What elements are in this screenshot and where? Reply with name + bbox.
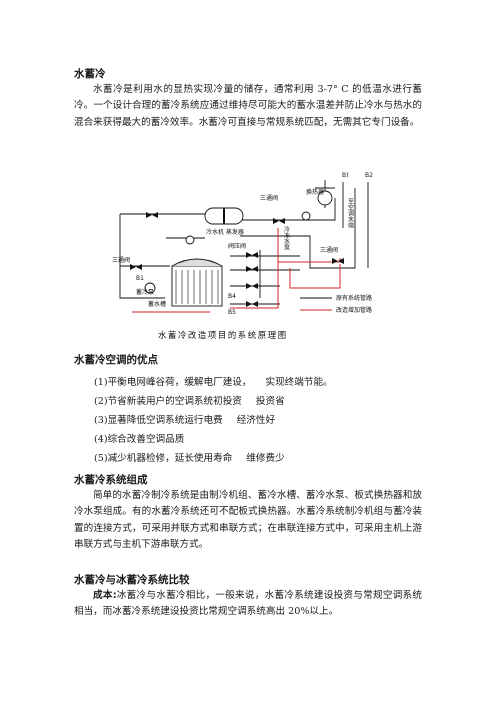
heat-exchanger-symbol — [317, 190, 333, 206]
label-valve-b1: B1 — [136, 275, 144, 282]
section-body-water-storage: 水蓄冷是利用水的显热实现冷量的储存，通常利用 3-7° C 的低温水进行蓄冷。一… — [74, 84, 422, 128]
label-chiller: 冷水机 蒸发器 — [206, 228, 244, 236]
legend-added-label: 改造增加管路 — [336, 306, 372, 314]
label-heat-exchanger: 换热器 — [306, 188, 324, 196]
pump-symbol-3 — [301, 211, 311, 221]
diagram-caption: 水蓄冷改造项目的系统原理图 — [158, 330, 288, 340]
advantage-item-3: (3)显著降低空调系统运行电费经济性好 — [94, 415, 276, 426]
label-three-way-left: 三通阀 — [112, 256, 130, 264]
label-three-way-right: 三通阀 — [320, 246, 338, 254]
label-valve-b4: B4 — [228, 293, 236, 300]
pump-symbol — [144, 282, 156, 294]
label-valve-b5: B5 — [228, 309, 236, 316]
section-title-water-storage: 水蓄冷 — [74, 68, 106, 80]
label-tank: 蓄水槽 — [148, 300, 166, 308]
section-title-advantages: 水蓄冷空调的优点 — [74, 354, 158, 366]
system-schematic-diagram: B) B2 换热器 三通阀 冷水机 蒸发器 阀压阀 三通阀 三通阀 B1 蓄冷泵… — [112, 172, 373, 340]
advantage-item-1: (1)平衡电网峰谷荷，缓解电厂建设，实现终端节能。 — [94, 377, 333, 388]
advantage-item-4: (4)综合改善空调品质 — [94, 434, 185, 445]
original-piping — [119, 180, 369, 305]
section-title-composition: 水蓄冷系统组成 — [74, 474, 148, 486]
section-title-comparison: 水蓄冷与冰蓄冷系统比较 — [74, 574, 190, 586]
cost-body: 冰蓄冷与水蓄冷相比，一般来说，水蓄冷系统建设投资与常规空调系统相当，而冰蓄冷系统… — [74, 590, 422, 618]
advantage-item-2: (2)节省新装用户的空调系统初投资投资省 — [94, 396, 285, 407]
label-ac-terminal: 至空调末端 — [347, 198, 354, 229]
valves — [130, 212, 344, 307]
label-b2: B2 — [365, 172, 373, 179]
label-pump: 蓄冷泵 — [136, 288, 154, 296]
chiller-divider — [223, 208, 225, 224]
advantage-item-5: (5)减少机器检修，延长使用寿命维修费少 — [94, 453, 285, 464]
legend-original-label: 原有系统管路 — [336, 294, 372, 302]
cost-lead: 成本: — [93, 590, 117, 601]
pump-symbol-2 — [185, 235, 195, 245]
label-three-way-top: 三通阀 — [260, 194, 278, 202]
label-b1: B) — [342, 172, 348, 179]
label-control-valve: 阀压阀 — [228, 242, 246, 250]
label-chilled-pump: 冷冻水泵 — [283, 225, 290, 250]
section-body-comparison: 成本:冰蓄冷与水蓄冷相比，一般来说，水蓄冷系统建设投资与常规空调系统相当，而冰蓄… — [74, 588, 422, 621]
section-body-composition: 简单的水蓄冷制冷系统是由制冷机组、蓄冷水槽、蓄冷水泵、板式换热器和放冷水泵组成。… — [74, 490, 422, 551]
storage-tank — [171, 258, 223, 307]
